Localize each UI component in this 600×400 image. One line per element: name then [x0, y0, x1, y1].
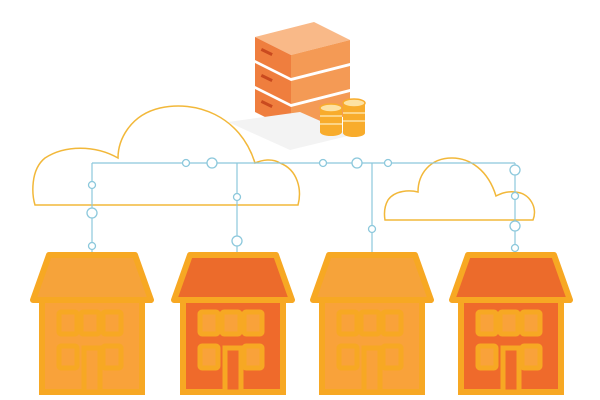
building-window: [475, 343, 499, 371]
building-window: [380, 309, 404, 337]
building-window: [336, 309, 360, 337]
building-window: [519, 309, 543, 337]
building-window: [56, 309, 80, 337]
network-node: [351, 157, 363, 169]
network-node: [206, 157, 218, 169]
network-node: [367, 224, 377, 234]
coin-stack-icon: [319, 103, 343, 136]
building-icon: [449, 252, 573, 395]
network-node: [509, 220, 521, 232]
building-window: [358, 309, 382, 337]
building-window: [519, 343, 543, 371]
building-window: [100, 309, 124, 337]
network-nodes: [86, 157, 521, 253]
building-roof: [171, 252, 295, 303]
building-window: [219, 309, 243, 337]
server-unit: [255, 63, 350, 104]
network-node: [318, 158, 328, 168]
building-icon: [171, 252, 295, 395]
building-window: [56, 343, 80, 371]
building-window: [197, 343, 221, 371]
network-node: [86, 207, 98, 219]
building-icon: [310, 252, 434, 395]
building-window: [475, 309, 499, 337]
building-roof: [449, 252, 573, 303]
network-lines: [91, 162, 516, 255]
network-node: [87, 180, 97, 190]
coin-stack-icon: [342, 98, 366, 137]
building-door: [81, 345, 103, 395]
network-node: [509, 164, 521, 176]
building-roof: [30, 252, 154, 303]
network-node: [510, 243, 520, 253]
network-node: [510, 191, 520, 201]
building-window: [241, 309, 265, 337]
building-window: [197, 309, 221, 337]
network-node: [87, 241, 97, 251]
building-door: [500, 345, 522, 395]
building-window: [380, 343, 404, 371]
building-door: [361, 345, 383, 395]
network-node: [181, 158, 191, 168]
buildings-group: [30, 252, 573, 395]
building-window: [336, 343, 360, 371]
building-door: [222, 345, 244, 395]
building-window: [497, 309, 521, 337]
network-node: [232, 192, 242, 202]
building-window: [78, 309, 102, 337]
building-window: [241, 343, 265, 371]
building-window: [100, 343, 124, 371]
network-node: [231, 235, 243, 247]
building-icon: [30, 252, 154, 395]
building-roof: [310, 252, 434, 303]
server-unit: [255, 37, 350, 78]
network-node: [383, 158, 393, 168]
